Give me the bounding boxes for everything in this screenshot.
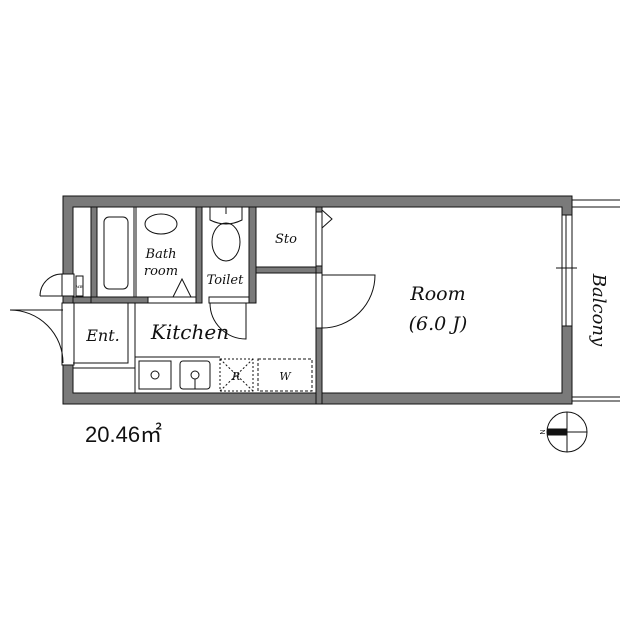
kitchen-counter — [134, 303, 313, 393]
area-label: 20.46㎡ — [85, 422, 162, 447]
compass-north-label: N — [538, 429, 545, 434]
balcony — [572, 199, 620, 402]
entry-door[interactable] — [9, 273, 64, 364]
bathtub — [96, 206, 197, 304]
toilet-label: Toilet — [207, 273, 244, 288]
compass-icon — [546, 411, 588, 453]
meter-box-label: MB — [74, 284, 82, 289]
kitchen-label: Kitchen — [150, 320, 229, 344]
bath-label-2: room — [144, 264, 178, 279]
meter-box — [75, 275, 84, 297]
window — [556, 214, 577, 327]
room-label: Room — [409, 283, 465, 305]
entrance-label: Ent. — [85, 326, 120, 345]
room-size-label: (6.0 J) — [409, 313, 468, 335]
bath-label: Bath — [145, 247, 177, 262]
room-door[interactable] — [315, 272, 376, 329]
balcony-label: Balcony — [588, 273, 609, 347]
toilet-fixture — [208, 207, 250, 340]
storage-label: Sto — [275, 232, 297, 247]
refrigerator-label: R — [231, 370, 240, 383]
washer-label: W — [279, 370, 292, 383]
